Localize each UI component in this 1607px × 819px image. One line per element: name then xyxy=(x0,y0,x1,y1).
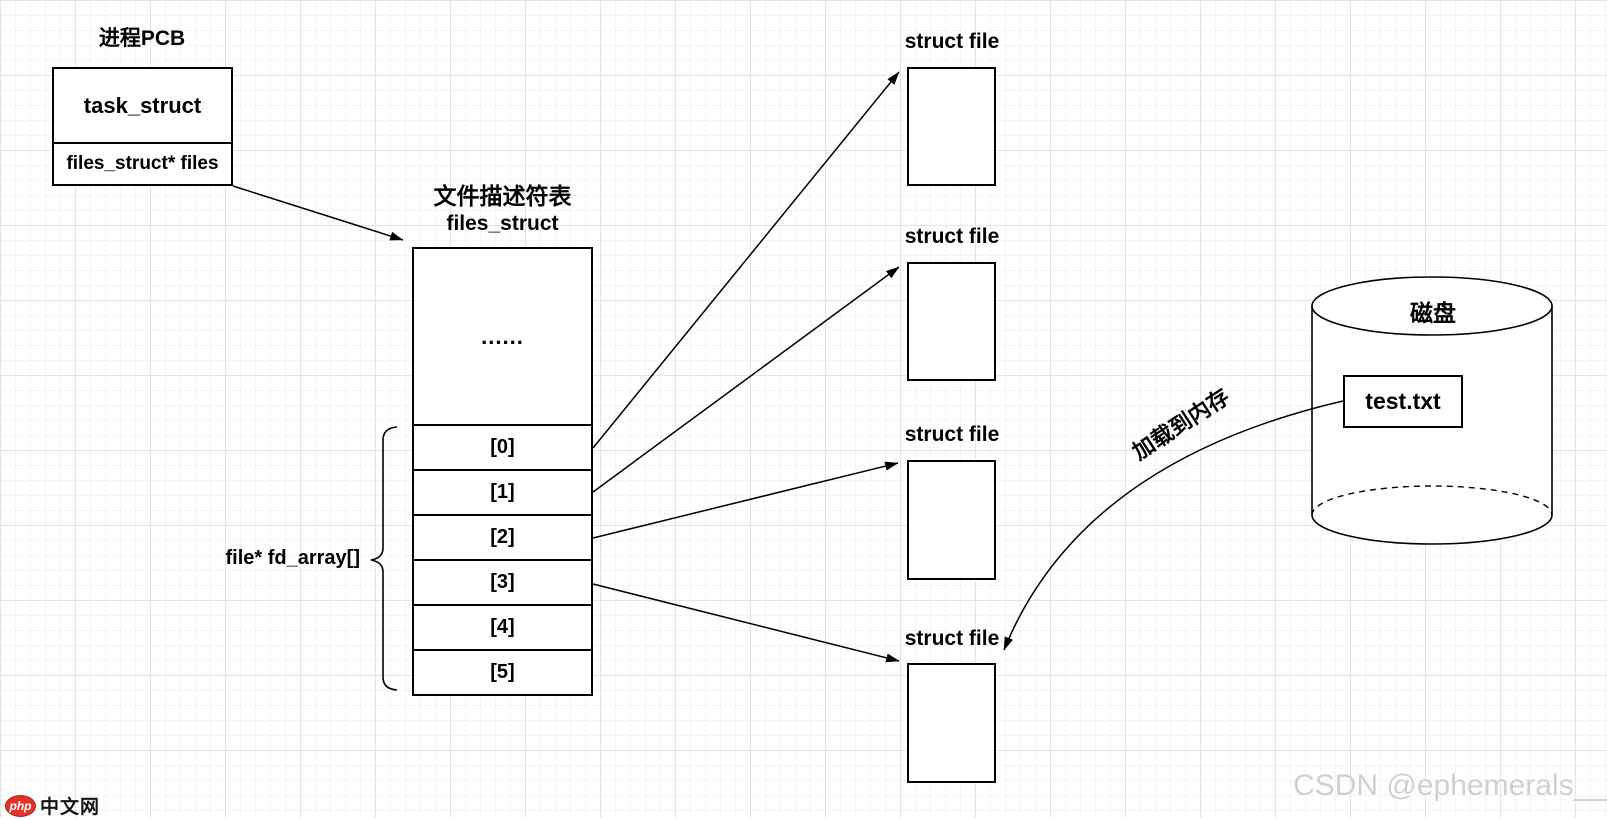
site-logo-text: 中文网 xyxy=(40,797,101,818)
fd-array-brace xyxy=(370,426,398,691)
arrow-fd2-to-structfile3 xyxy=(592,461,899,539)
fd-row-3: [3] xyxy=(414,559,591,604)
fd-array-label: file* fd_array[] xyxy=(225,547,361,569)
arrow-task-to-fdtable xyxy=(232,185,404,241)
struct-file-box-1 xyxy=(907,67,996,186)
load-to-memory-label: 加载到内存 xyxy=(1127,383,1234,465)
arrow-fd0-to-structfile1 xyxy=(592,71,900,449)
task-struct-files-field: files_struct* files xyxy=(66,153,219,174)
fd-table-title-en: files_struct xyxy=(446,212,559,235)
struct-file-box-3 xyxy=(907,460,996,580)
disk-file-box: test.txt xyxy=(1343,375,1463,428)
task-struct-name: task_struct xyxy=(54,69,231,144)
fd-table: ...... [0] [1] [2] [3] [4] [5] xyxy=(412,247,593,696)
fd-row-5: [5] xyxy=(414,649,591,694)
struct-file-box-4 xyxy=(907,663,996,783)
csdn-watermark: CSDN @ephemerals__ xyxy=(1293,769,1607,802)
fd-table-title-cn: 文件描述符表 xyxy=(433,183,572,209)
fd-row-2: [2] xyxy=(414,514,591,559)
struct-file-title-4: struct file xyxy=(904,627,1000,650)
fd-row-1: [1] xyxy=(414,469,591,514)
task-struct-box: task_struct files_struct* files xyxy=(52,67,233,186)
fd-table-title: 文件描述符表 files_struct xyxy=(402,182,603,238)
struct-file-title-1: struct file xyxy=(904,30,1000,53)
disk-label: 磁盘 xyxy=(1410,300,1456,326)
site-logo: php 中文网 xyxy=(5,792,100,819)
arrow-fd1-to-structfile2 xyxy=(592,266,900,493)
php-logo-icon: php xyxy=(5,794,36,817)
struct-file-title-2: struct file xyxy=(904,225,1000,248)
fd-table-ellipsis-cell: ...... xyxy=(481,323,524,349)
struct-file-title-3: struct file xyxy=(904,423,1000,446)
fd-row-0: [0] xyxy=(414,424,591,469)
arrow-fd3-to-structfile4 xyxy=(592,583,900,663)
pcb-title: 进程PCB xyxy=(98,27,186,50)
struct-file-box-2 xyxy=(907,262,996,381)
fd-row-4: [4] xyxy=(414,604,591,649)
